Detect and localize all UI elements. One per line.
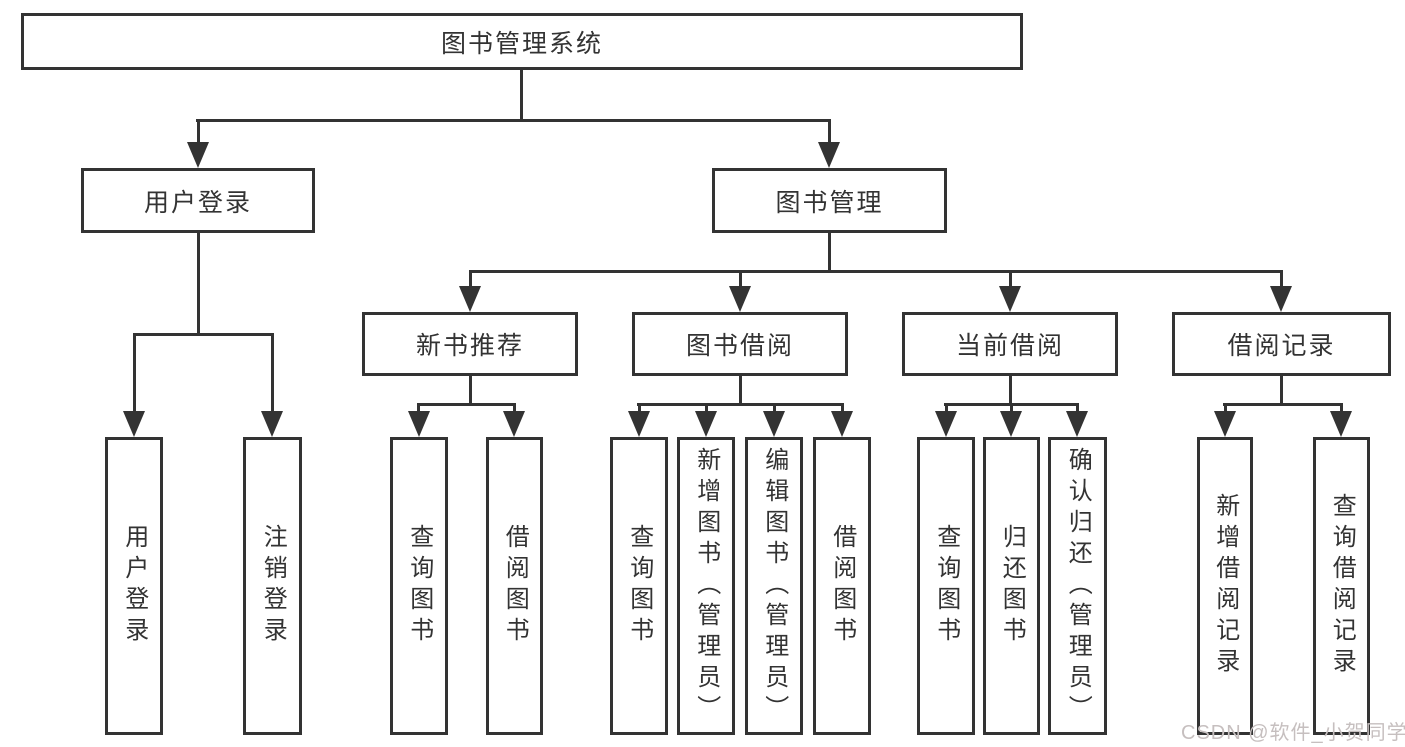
leaf-label: 编辑图书（管理员） [760, 446, 788, 726]
leaf-label: 新增借阅记录 [1211, 493, 1239, 679]
connector-line [513, 403, 516, 413]
connector-line [520, 70, 523, 121]
connector-line [1340, 403, 1343, 413]
connector-line [469, 376, 472, 406]
node-borrow-records: 借阅记录 [1172, 312, 1391, 376]
connector-line [1280, 376, 1283, 406]
connector-line [1224, 403, 1227, 413]
arrowhead-down-icon [1214, 411, 1236, 437]
arrowhead-down-icon [1066, 411, 1088, 437]
connector-line [417, 403, 516, 406]
leaf-label: 借阅图书 [828, 524, 856, 648]
connector-line [1009, 376, 1012, 406]
connector-line [133, 333, 274, 336]
arrowhead-down-icon [261, 411, 283, 437]
connector-line [417, 403, 420, 413]
connector-line [196, 119, 831, 122]
leaf-confirm-return-admin: 确认归还（管理员） [1048, 437, 1107, 735]
connector-line [773, 403, 776, 413]
arrowhead-down-icon [187, 142, 209, 168]
leaf-query-borrow-record: 查询借阅记录 [1313, 437, 1370, 735]
connector-line [1076, 403, 1079, 413]
leaf-borrow-books: 借阅图书 [813, 437, 871, 735]
arrowhead-down-icon [999, 286, 1021, 312]
leaf-label: 新增图书（管理员） [692, 446, 720, 726]
node-user-login: 用户登录 [81, 168, 315, 233]
node-book-management: 图书管理 [712, 168, 947, 233]
connector-line [841, 403, 844, 413]
arrowhead-down-icon [1000, 411, 1022, 437]
arrowhead-down-icon [459, 286, 481, 312]
node-new-book-recommend: 新书推荐 [362, 312, 578, 376]
leaf-logout: 注销登录 [243, 437, 302, 735]
csdn-watermark: CSDN @软件_小贺同学 [1181, 722, 1405, 744]
leaf-return-book: 归还图书 [983, 437, 1040, 735]
connector-line [638, 403, 641, 413]
arrowhead-down-icon [763, 411, 785, 437]
connector-line [1009, 270, 1012, 288]
leaf-label: 注销登录 [259, 524, 287, 648]
connector-line [197, 233, 200, 336]
arrowhead-down-icon [408, 411, 430, 437]
connector-line [1223, 403, 1343, 406]
leaf-add-borrow-record: 新增借阅记录 [1197, 437, 1253, 735]
node-library-system: 图书管理系统 [21, 13, 1023, 70]
arrowhead-down-icon [818, 142, 840, 168]
leaf-query-books-recommend: 查询图书 [390, 437, 448, 735]
connector-line [828, 233, 831, 273]
leaf-query-books-current: 查询图书 [917, 437, 975, 735]
leaf-label: 用户登录 [120, 524, 148, 648]
leaf-label: 查询图书 [932, 524, 960, 648]
leaf-add-book-admin: 新增图书（管理员） [677, 437, 735, 735]
leaf-query-books-borrow: 查询图书 [610, 437, 668, 735]
leaf-label: 查询图书 [405, 524, 433, 648]
connector-line [469, 270, 1283, 273]
connector-line [739, 270, 742, 288]
leaf-edit-book-admin: 编辑图书（管理员） [745, 437, 803, 735]
connector-line [271, 333, 274, 413]
connector-line [945, 403, 948, 413]
leaf-user-login: 用户登录 [105, 437, 163, 735]
leaf-label: 查询借阅记录 [1328, 493, 1356, 679]
connector-line [1280, 270, 1283, 288]
leaf-label: 查询图书 [625, 524, 653, 648]
connector-line [739, 376, 742, 406]
arrowhead-down-icon [628, 411, 650, 437]
node-current-borrow: 当前借阅 [902, 312, 1118, 376]
leaf-label: 确认归还（管理员） [1064, 446, 1092, 726]
node-book-borrow: 图书借阅 [632, 312, 848, 376]
arrowhead-down-icon [503, 411, 525, 437]
connector-line [705, 403, 708, 413]
arrowhead-down-icon [1330, 411, 1352, 437]
connector-line [197, 119, 200, 145]
connector-line [469, 270, 472, 288]
connector-line [1010, 403, 1013, 413]
connector-line [828, 119, 831, 145]
leaf-label: 借阅图书 [501, 524, 529, 648]
leaf-label: 归还图书 [998, 524, 1026, 648]
arrowhead-down-icon [123, 411, 145, 437]
arrowhead-down-icon [695, 411, 717, 437]
arrowhead-down-icon [935, 411, 957, 437]
arrowhead-down-icon [1270, 286, 1292, 312]
leaf-borrow-books-recommend: 借阅图书 [486, 437, 543, 735]
connector-line [133, 333, 136, 413]
arrowhead-down-icon [831, 411, 853, 437]
arrowhead-down-icon [729, 286, 751, 312]
connector-line [637, 403, 844, 406]
